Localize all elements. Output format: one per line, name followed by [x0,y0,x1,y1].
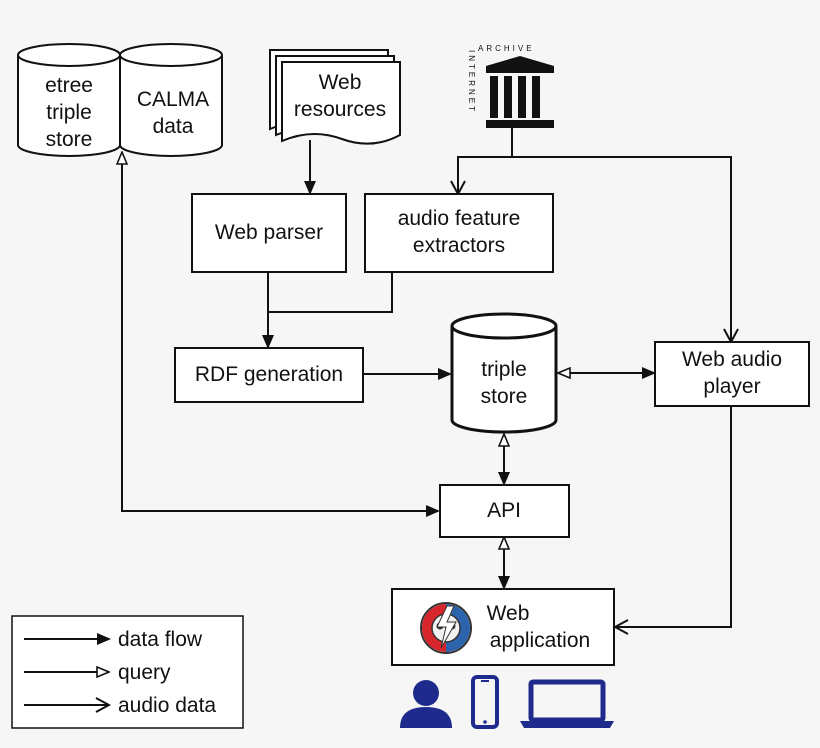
extractors-label-line2: extractors [413,234,505,257]
calma-label-line2: data [153,115,194,138]
player-label-line1: Web audio [682,348,782,371]
api-label: API [487,499,521,522]
internet-archive-logo: INTERNET ARCHIVE [467,44,554,128]
smartphone-icon [471,675,499,729]
triple-store-line1: triple [481,358,527,381]
edges [122,128,731,627]
triple-store-line2: store [481,385,528,408]
user-icon [400,680,452,728]
edge-player-webapp [615,406,732,627]
api-node: API [439,484,570,538]
web-application-node: Web application [391,588,615,666]
legend-data-flow-label: data flow [118,628,203,651]
player-label-line2: player [703,375,760,398]
rdf-generation-label: RDF generation [195,363,343,386]
web-audio-player-node: Web audio player [654,341,810,407]
triple-store-cylinder: triple store [450,312,558,434]
legend: data flow query audio data [11,615,244,729]
calma-label-line1: CALMA [137,88,209,111]
legend-audio-data-label: audio data [118,694,216,717]
edge-calma-api [122,152,438,511]
web-application-line2: application [490,629,590,652]
internet-archive-word2: ARCHIVE [478,44,535,53]
web-resources-line1: Web [319,71,362,94]
edge-extractors-rdf [268,272,393,313]
extractors-label-line1: audio feature [398,207,521,230]
web-application-line1: Web [487,602,530,625]
rdf-generation-node: RDF generation [174,347,364,403]
web-resources-line2: resources [294,98,386,121]
legend-query-label: query [118,661,171,684]
edge-archive-player [512,156,731,342]
etree-label-line3: store [46,128,93,151]
laptop-icon [520,679,614,728]
web-parser-label: Web parser [215,221,323,244]
calma-data-cylinder: CALMA data [119,43,223,157]
etree-label-line1: etree [45,74,93,97]
web-parser-node: Web parser [191,193,347,273]
grateful-dead-logo-icon [420,602,472,654]
web-resources-documents: Web resources [269,49,401,145]
audio-feature-extractors-node: audio feature extractors [364,193,554,273]
internet-archive-word1: INTERNET [467,50,476,114]
edge-archive-extractors [458,128,513,194]
etree-triple-store-cylinder: etree triple store [17,43,121,157]
etree-label-line2: triple [46,101,92,124]
